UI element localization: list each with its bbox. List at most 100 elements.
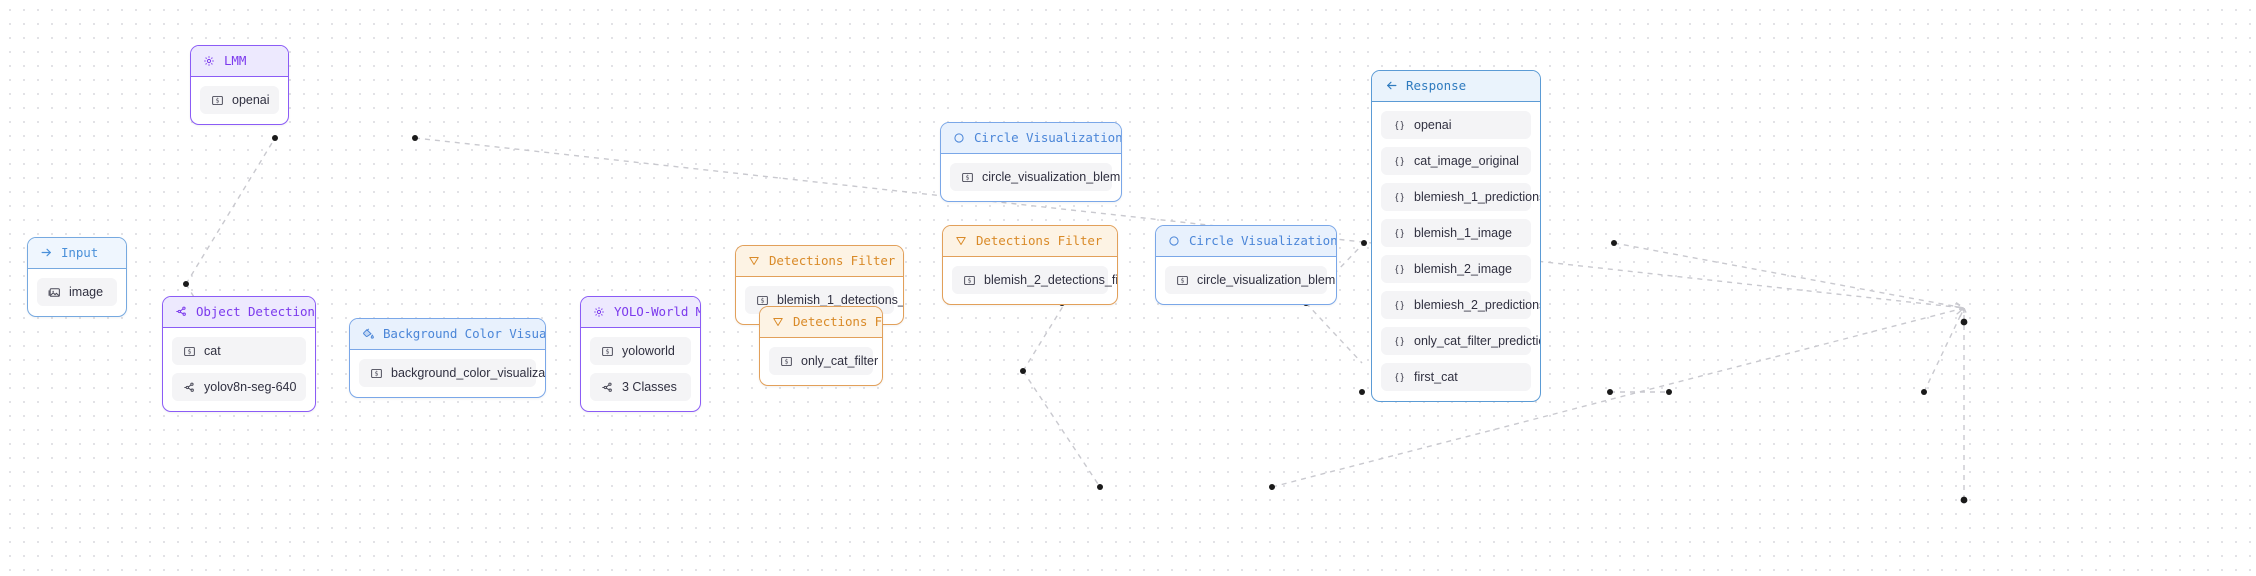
node-yolo-world-model[interactable]: YOLO-World Model $ yoloworld 3 Classes bbox=[580, 296, 701, 412]
field-label: yolov8n-seg-640 bbox=[204, 380, 297, 394]
variable-box-icon: $ bbox=[601, 345, 614, 358]
list-item[interactable]: blemish_2_image bbox=[1381, 255, 1531, 283]
svg-text:$: $ bbox=[188, 347, 192, 355]
variable-box-icon: $ bbox=[756, 294, 769, 307]
variable-box-icon: $ bbox=[211, 94, 224, 107]
list-item[interactable]: blemiesh_1_predictions bbox=[1381, 183, 1540, 211]
node-input[interactable]: Input image bbox=[27, 237, 127, 317]
model-graph-icon bbox=[183, 381, 196, 394]
node-lmm-header[interactable]: LMM bbox=[191, 46, 288, 77]
node-lmm-body: $ openai bbox=[191, 77, 288, 124]
list-item-label: openai bbox=[1414, 118, 1452, 132]
list-item[interactable]: first_cat bbox=[1381, 363, 1531, 391]
field-name[interactable]: $ only_cat_filter bbox=[769, 347, 878, 375]
variable-box-icon: $ bbox=[780, 355, 793, 368]
variable-box-icon: $ bbox=[370, 367, 383, 380]
field-name[interactable]: $ circle_visualization_blemish_1 bbox=[950, 163, 1121, 191]
svg-text:$: $ bbox=[1181, 276, 1185, 284]
variable-box-icon: $ bbox=[183, 345, 196, 358]
node-background-color-visualization-body: $ background_color_visualization bbox=[350, 350, 545, 397]
list-item-label: blemish_1_image bbox=[1414, 226, 1512, 240]
node-background-color-visualization-header[interactable]: Background Color Visualization bbox=[350, 319, 545, 350]
svg-text:$: $ bbox=[606, 347, 610, 355]
braces-icon bbox=[1393, 227, 1406, 240]
list-item-label: blemiesh_2_predictions bbox=[1414, 298, 1541, 312]
field-label: only_cat_filter bbox=[801, 354, 879, 368]
variable-box-icon: $ bbox=[961, 171, 974, 184]
response-panel-header[interactable]: Response bbox=[1372, 71, 1540, 102]
field-name[interactable]: $ background_color_visualization bbox=[359, 359, 545, 387]
field-image[interactable]: image bbox=[37, 278, 117, 306]
variable-box-icon: $ bbox=[963, 274, 976, 287]
node-detections-filter-blemish-2[interactable]: Detections Filter $ blemish_2_detections… bbox=[942, 225, 1118, 305]
model-graph-icon bbox=[174, 305, 188, 319]
filter-funnel-icon bbox=[747, 254, 761, 268]
node-lmm-title: LMM bbox=[224, 53, 247, 68]
list-item[interactable]: cat_image_original bbox=[1381, 147, 1531, 175]
variable-box-icon: $ bbox=[1176, 274, 1189, 287]
paint-bucket-icon bbox=[361, 327, 375, 341]
node-detections-filter-blemish-2-header[interactable]: Detections Filter bbox=[943, 226, 1117, 257]
svg-text:$: $ bbox=[761, 296, 765, 304]
node-detections-filter-blemish-1-title: Detections Filter bbox=[769, 253, 896, 268]
field-label: cat bbox=[204, 344, 221, 358]
node-input-body: image bbox=[28, 269, 126, 316]
field-version[interactable]: $ yoloworld bbox=[590, 337, 691, 365]
field-name[interactable]: $ blemish_2_detections_filter bbox=[952, 266, 1117, 294]
field-model-id[interactable]: yolov8n-seg-640 bbox=[172, 373, 306, 401]
svg-text:$: $ bbox=[785, 357, 789, 365]
field-openai[interactable]: $ openai bbox=[200, 86, 279, 114]
response-panel[interactable]: Response openai cat_image_original blemi… bbox=[1371, 70, 1541, 402]
list-item[interactable]: blemiesh_2_predictions bbox=[1381, 291, 1540, 319]
node-yolo-world-model-header[interactable]: YOLO-World Model bbox=[581, 297, 700, 328]
braces-icon bbox=[1393, 335, 1406, 348]
circle-outline-icon bbox=[1167, 234, 1181, 248]
node-circle-visualization-blemish-1[interactable]: Circle Visualization $ circle_visualizat… bbox=[940, 122, 1122, 202]
response-panel-title: Response bbox=[1406, 78, 1467, 93]
braces-icon bbox=[1393, 371, 1406, 384]
node-detections-filter-only-cat-header[interactable]: Detections Filter bbox=[760, 307, 882, 338]
field-label: image bbox=[69, 285, 104, 299]
list-item[interactable]: blemish_1_image bbox=[1381, 219, 1531, 247]
node-background-color-visualization[interactable]: Background Color Visualization $ backgro… bbox=[349, 318, 546, 398]
node-circle-visualization-blemish-2[interactable]: Circle Visualization $ circle_visualizat… bbox=[1155, 225, 1337, 305]
svg-text:$: $ bbox=[966, 173, 970, 181]
filter-funnel-icon bbox=[771, 315, 785, 329]
node-detections-filter-blemish-2-title: Detections Filter bbox=[976, 233, 1103, 248]
image-icon bbox=[48, 286, 61, 299]
node-circle-visualization-blemish-2-header[interactable]: Circle Visualization bbox=[1156, 226, 1336, 257]
node-lmm[interactable]: LMM $ openai bbox=[190, 45, 289, 125]
field-name[interactable]: $ circle_visualization_blemish_2 bbox=[1165, 266, 1336, 294]
node-circle-visualization-blemish-1-header[interactable]: Circle Visualization bbox=[941, 123, 1121, 154]
node-object-detection-model-body: $ cat yolov8n-seg-640 bbox=[163, 328, 315, 411]
list-item-label: cat_image_original bbox=[1414, 154, 1519, 168]
response-panel-body: openai cat_image_original blemiesh_1_pre… bbox=[1372, 102, 1540, 401]
list-item-label: only_cat_filter_predictions bbox=[1414, 334, 1540, 348]
node-circle-visualization-blemish-2-title: Circle Visualization bbox=[1189, 233, 1337, 248]
svg-text:$: $ bbox=[375, 369, 379, 377]
circle-outline-icon bbox=[952, 131, 966, 145]
node-object-detection-model-header[interactable]: Object Detection Model bbox=[163, 297, 315, 328]
node-detections-filter-only-cat[interactable]: Detections Filter $ only_cat_filter bbox=[759, 306, 883, 386]
field-classes[interactable]: 3 Classes bbox=[590, 373, 691, 401]
gear-icon bbox=[592, 305, 606, 319]
field-label: blemish_2_detections_filter bbox=[984, 273, 1118, 287]
node-object-detection-model[interactable]: Object Detection Model $ cat yolov8n-seg… bbox=[162, 296, 316, 412]
field-label: circle_visualization_blemish_1 bbox=[982, 170, 1122, 184]
braces-icon bbox=[1393, 263, 1406, 276]
list-item-label: blemiesh_1_predictions bbox=[1414, 190, 1541, 204]
svg-text:$: $ bbox=[216, 96, 220, 104]
field-class-name[interactable]: $ cat bbox=[172, 337, 306, 365]
node-input-header[interactable]: Input bbox=[28, 238, 126, 269]
braces-icon bbox=[1393, 299, 1406, 312]
list-item[interactable]: openai bbox=[1381, 111, 1531, 139]
arrow-right-icon bbox=[39, 246, 53, 260]
node-detections-filter-blemish-1-header[interactable]: Detections Filter bbox=[736, 246, 903, 277]
list-item-label: first_cat bbox=[1414, 370, 1458, 384]
filter-funnel-icon bbox=[954, 234, 968, 248]
node-yolo-world-model-body: $ yoloworld 3 Classes bbox=[581, 328, 700, 411]
list-item[interactable]: only_cat_filter_predictions bbox=[1381, 327, 1540, 355]
model-graph-icon bbox=[601, 381, 614, 394]
node-yolo-world-model-title: YOLO-World Model bbox=[614, 304, 700, 319]
